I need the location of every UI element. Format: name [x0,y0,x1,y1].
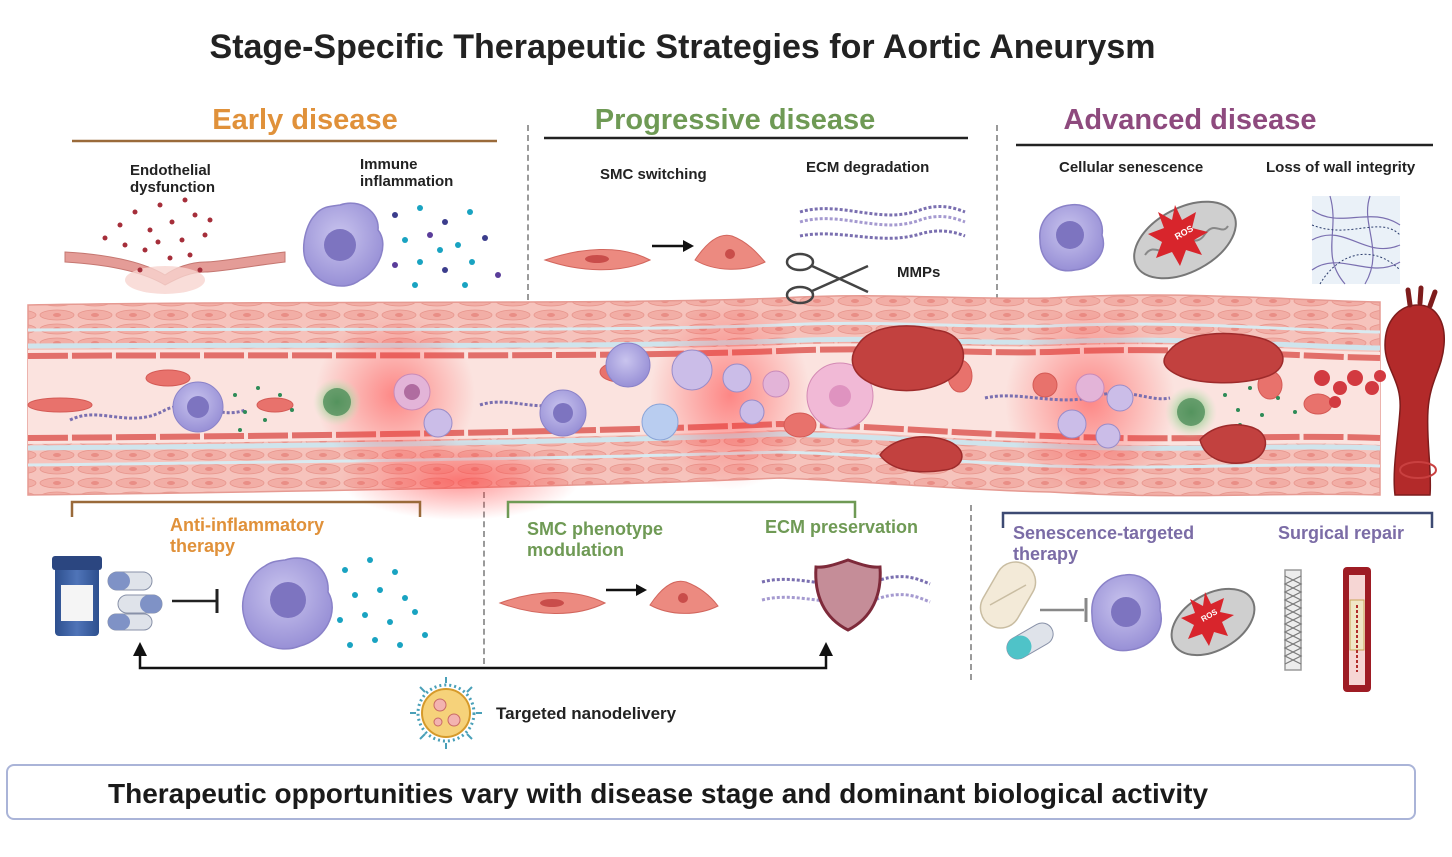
lumen-cells [172,342,1217,449]
separator-top-2 [996,125,998,300]
senescent-cell-icon [1039,203,1105,272]
arrow-up-left-icon [133,642,147,656]
mitochondria-therapy-icon [1170,587,1256,657]
separator-bottom-2 [970,505,972,680]
label-senescence-targeted-therapy: Senescence-targeted therapy [1013,523,1195,564]
separator-bottom-1 [483,492,485,664]
label-smc-switching: SMC switching [600,166,707,183]
nanodelivery-arrows [138,652,828,670]
label-targeted-nanodelivery: Targeted nanodelivery [496,704,677,723]
aorta-icon [1384,285,1445,496]
label-surgical-repair: Surgical repair [1278,523,1405,543]
ecm-preservation-fibers [761,575,931,605]
wall-integrity-mesh [1311,195,1401,285]
stented-vessel-icon [1343,567,1371,692]
label-ecm-degradation: ECM degradation [806,159,930,176]
thrombus-4 [1199,424,1267,464]
label-anti-inflammatory-therapy: Anti-inflammatory therapy [170,515,325,556]
smc-switching-illustration [543,234,766,271]
thrombus-3 [1163,332,1284,384]
label-cellular-senescence: Cellular senescence [1059,159,1204,176]
mitochondria-icon [1133,200,1237,280]
footer-summary-text: Therapeutic opportunities vary with dise… [108,778,1209,809]
capsule-icon [107,571,163,631]
label-endothelial-dysfunction: Endothelial dysfunction [130,162,215,196]
stage-early-heading: Early disease [212,104,398,136]
macrophage-therapy-icon [241,557,333,650]
smc-modulation-illustration [498,580,719,614]
capsule-teal-icon [1006,622,1054,660]
page-title: Stage-Specific Therapeutic Strategies fo… [209,28,1156,66]
arrow-icon [683,240,694,252]
early-therapy-bracket [70,500,422,517]
stent-icon [1283,569,1303,671]
scissors-icon [785,252,869,305]
tablet-pill-icon [979,561,1037,629]
stage-progressive-heading: Progressive disease [594,104,876,136]
ecm-fibers-icon [799,205,966,240]
label-immune-inflammation: Immune inflammation [360,156,454,190]
label-ecm-preservation: ECM preservation [765,517,919,537]
label-mmps: MMPs [897,264,941,281]
stage-advanced-heading: Advanced disease [1063,104,1317,136]
thrombus-1 [851,325,965,392]
senescent-cell-therapy-icon [1091,574,1162,652]
thrombus-2 [879,436,963,473]
label-smc-phenotype-modulation: SMC phenotype modulation [527,519,664,560]
separator-top-1 [527,125,529,300]
label-loss-of-wall-integrity: Loss of wall integrity [1266,159,1416,176]
arrow-up-right-icon [819,642,833,656]
advanced-therapy-bracket [1001,511,1434,528]
pill-bottle-icon [52,556,102,636]
nanoparticle-icon [410,677,482,749]
endothelial-dysfunction-illustration [64,197,286,294]
footer-summary-box: Therapeutic opportunities vary with dise… [6,764,1416,820]
immune-cytokine-dots [392,205,501,288]
macrophage-icon [302,202,384,287]
progressive-therapy-bracket [506,500,857,518]
cytokine-dots-bottom [337,557,428,648]
shield-icon [814,558,882,632]
